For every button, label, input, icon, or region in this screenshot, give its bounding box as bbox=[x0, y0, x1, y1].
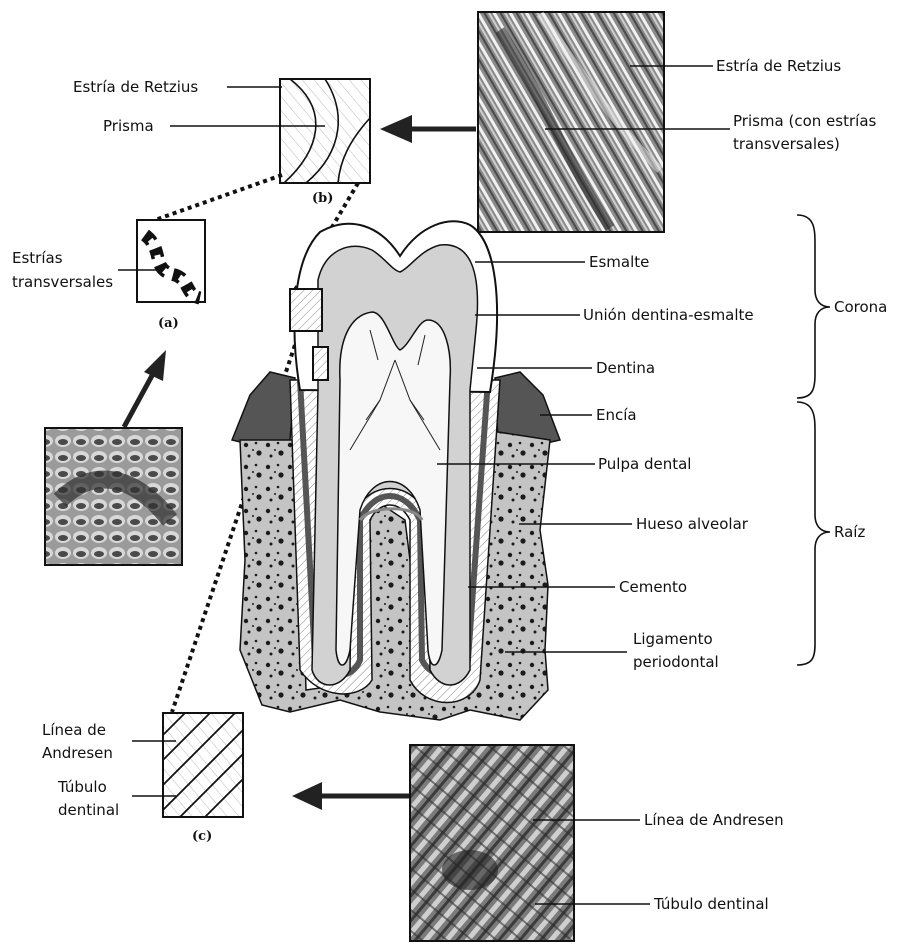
label-retzius-b: Estría de Retzius bbox=[73, 78, 198, 96]
dentin-sample-box bbox=[313, 347, 328, 380]
label-raiz: Raíz bbox=[834, 523, 865, 541]
label-esmalte: Esmalte bbox=[589, 253, 649, 271]
label-prisma-b: Prisma bbox=[103, 117, 154, 135]
label-andresen-photo: Línea de Andresen bbox=[644, 811, 784, 829]
panel-c-caption: (c) bbox=[192, 829, 212, 844]
label-prisma-photo-line1: Prisma (con estrías bbox=[733, 112, 877, 130]
label-hueso: Hueso alveolar bbox=[636, 515, 749, 533]
prism-micrograph bbox=[45, 428, 182, 565]
label-estrias-line2: transversales bbox=[12, 273, 113, 291]
panel-b-caption: (b) bbox=[312, 191, 333, 206]
label-encia: Encía bbox=[596, 406, 637, 424]
brace-raiz bbox=[797, 402, 830, 665]
label-cemento: Cemento bbox=[619, 578, 687, 596]
arrow-to-panel-b bbox=[380, 115, 476, 143]
label-tubulo-c-line1: Túbulo bbox=[57, 778, 107, 796]
label-ligamento-line1: Ligamento bbox=[633, 630, 713, 648]
arrow-to-panel-a bbox=[124, 350, 166, 427]
label-tubulo-c-line2: dentinal bbox=[58, 801, 119, 819]
label-dentina: Dentina bbox=[596, 359, 655, 377]
label-tubulo-photo: Túbulo dentinal bbox=[653, 895, 769, 913]
arrow-to-panel-c bbox=[292, 782, 410, 810]
enamel-micrograph bbox=[478, 12, 664, 232]
label-prisma-photo-line2: transversales) bbox=[733, 135, 840, 153]
label-estrias-line1: Estrías bbox=[12, 249, 63, 267]
panel-c-schematic: (c) bbox=[163, 713, 243, 844]
panel-a-schematic: (a) bbox=[137, 220, 205, 331]
label-union: Unión dentina-esmalte bbox=[583, 306, 754, 324]
label-pulpa: Pulpa dental bbox=[598, 455, 691, 473]
label-andresen-c-line2: Andresen bbox=[42, 744, 113, 762]
label-andresen-c-line1: Línea de bbox=[42, 721, 106, 739]
label-ligamento-line2: periodontal bbox=[633, 653, 719, 671]
brace-corona bbox=[797, 215, 830, 398]
enamel-sample-box bbox=[290, 289, 322, 331]
tooth-cross-section bbox=[232, 221, 560, 720]
dentin-micrograph bbox=[410, 745, 574, 941]
panel-a-caption: (a) bbox=[158, 316, 179, 331]
label-retzius-photo: Estría de Retzius bbox=[716, 57, 841, 75]
panel-b-schematic: (b) bbox=[280, 79, 370, 206]
label-corona: Corona bbox=[834, 298, 887, 316]
